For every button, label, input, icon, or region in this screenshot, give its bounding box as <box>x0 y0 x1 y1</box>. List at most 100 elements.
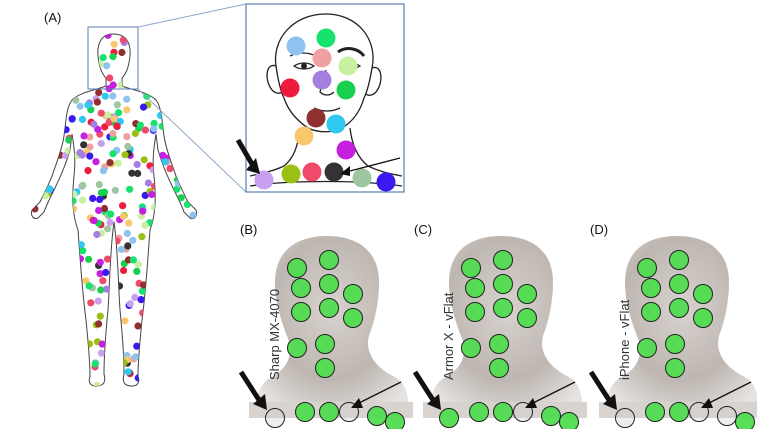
panel-d-marker-11 <box>665 358 685 378</box>
body-marker-dot <box>96 270 104 278</box>
body-marker-dot <box>113 101 121 109</box>
body-marker-dot <box>90 217 98 225</box>
body-marker-dot <box>159 151 167 159</box>
body-marker-dot <box>151 182 159 190</box>
panel-d-marker-4 <box>669 274 689 294</box>
panel-c-marker-17 <box>559 412 579 429</box>
body-marker-dot <box>115 282 124 290</box>
body-marker-dot <box>124 368 132 376</box>
body-marker-dot <box>131 129 139 138</box>
body-marker-dot <box>123 95 131 103</box>
body-figure <box>31 33 197 387</box>
body-marker-dot <box>97 189 105 197</box>
body-marker-dot <box>183 200 191 209</box>
body-marker-dot <box>94 125 102 133</box>
body-marker-dot <box>121 317 129 325</box>
panel-b-device-label: Sharp MX-4070 <box>267 289 282 380</box>
body-marker-dot <box>107 210 115 218</box>
body-marker-dot <box>98 340 106 348</box>
panel-d-head-silhouette <box>605 236 757 418</box>
inset-marker-2 <box>316 28 336 48</box>
body-marker-dot <box>85 255 93 263</box>
body-marker-dot <box>109 53 117 61</box>
panel-c-marker-1 <box>461 258 481 278</box>
body-marker-dot <box>126 185 134 193</box>
panel-d-photo: iPhone - vFlat <box>588 236 757 429</box>
panel-b-marker-2 <box>319 250 339 270</box>
body-marker-dot <box>62 126 70 134</box>
body-marker-dots <box>31 34 197 386</box>
panel-b-photo: Sharp MX-4070 <box>238 236 413 429</box>
head-outline <box>274 13 374 133</box>
body-marker-dot <box>76 149 84 157</box>
panel-c-marker-4 <box>493 274 513 294</box>
body-marker-dot <box>119 202 127 210</box>
inset-marker-5 <box>280 78 300 98</box>
panel-c-device-label: Armor X - vFlat <box>441 292 456 380</box>
inset-marker-12 <box>254 170 274 190</box>
panel-c-arrow-thick <box>412 370 436 402</box>
body-marker-dot <box>99 167 108 175</box>
body-marker-dot <box>106 74 114 82</box>
body-marker-dot <box>137 296 145 304</box>
panel-b-marker-12 <box>265 408 285 428</box>
face-inset <box>235 3 405 193</box>
body-marker-dot <box>84 101 92 109</box>
body-marker-dot <box>76 102 84 110</box>
body-marker-dot <box>70 205 78 213</box>
body-marker-dot <box>141 126 149 134</box>
inset-marker-10 <box>294 126 314 146</box>
panel-d-arrow-thin-head <box>701 398 713 408</box>
body-marker-dot <box>134 169 142 178</box>
body-marker-dot <box>150 119 158 127</box>
panel-d-marker-13 <box>645 402 665 422</box>
body-marker-dot <box>86 143 94 151</box>
panel-c-arrow-thick-head <box>427 394 441 410</box>
body-marker-dot <box>119 36 127 44</box>
body-marker-dot <box>114 159 122 167</box>
inset-marker-6 <box>312 70 332 90</box>
panel-c-marker-9 <box>489 334 509 354</box>
body-marker-dot <box>189 211 197 219</box>
panel-c-marker-3 <box>465 278 485 298</box>
body-marker-dot <box>138 287 146 295</box>
body-marker-dot <box>96 60 104 68</box>
body-marker-dot <box>117 81 125 89</box>
panel-c-marker-11 <box>489 358 509 378</box>
body-marker-dot <box>121 151 129 159</box>
inset-marker-11 <box>336 140 356 160</box>
body-marker-dot <box>124 242 132 250</box>
body-marker-dot <box>139 207 147 215</box>
body-marker-dot <box>148 190 156 199</box>
photo-panels: Sharp MX-4070 Armor X - vFlat iPhone - vFl… <box>238 236 757 429</box>
body-marker-dot <box>92 158 100 166</box>
panel-b-marker-13 <box>295 402 315 422</box>
panel-d-marker-6 <box>641 302 661 322</box>
body-marker-dot <box>120 359 128 367</box>
body-marker-dot <box>150 203 159 211</box>
body-marker-dot <box>139 103 148 111</box>
body-marker-dot <box>99 277 107 285</box>
body-marker-dot <box>117 245 125 253</box>
body-marker-dot <box>91 360 99 368</box>
body-marker-dot <box>134 322 142 330</box>
panel-b-marker-17 <box>385 412 405 429</box>
inset-arrow-thin <box>345 157 401 173</box>
body-marker-dot <box>85 282 93 290</box>
panel-d-marker-7 <box>669 298 689 318</box>
panel-c-marker-7 <box>493 298 513 318</box>
body-marker-dot <box>68 115 76 123</box>
panel-d-device-label: iPhone - vFlat <box>617 299 632 380</box>
panel-d-marker-5 <box>693 284 713 304</box>
panel-d-marker-1 <box>637 258 657 278</box>
body-marker-dot <box>129 236 137 244</box>
body-marker-dot <box>102 268 110 277</box>
panel-b-marker-14 <box>319 402 339 422</box>
inset-marker-9 <box>326 114 346 134</box>
panel-c-marker-5 <box>517 284 537 304</box>
body-marker-dot <box>64 147 72 155</box>
body-marker-dot <box>158 122 166 130</box>
body-marker-dot <box>100 204 109 213</box>
inset-marker-8 <box>306 108 326 128</box>
